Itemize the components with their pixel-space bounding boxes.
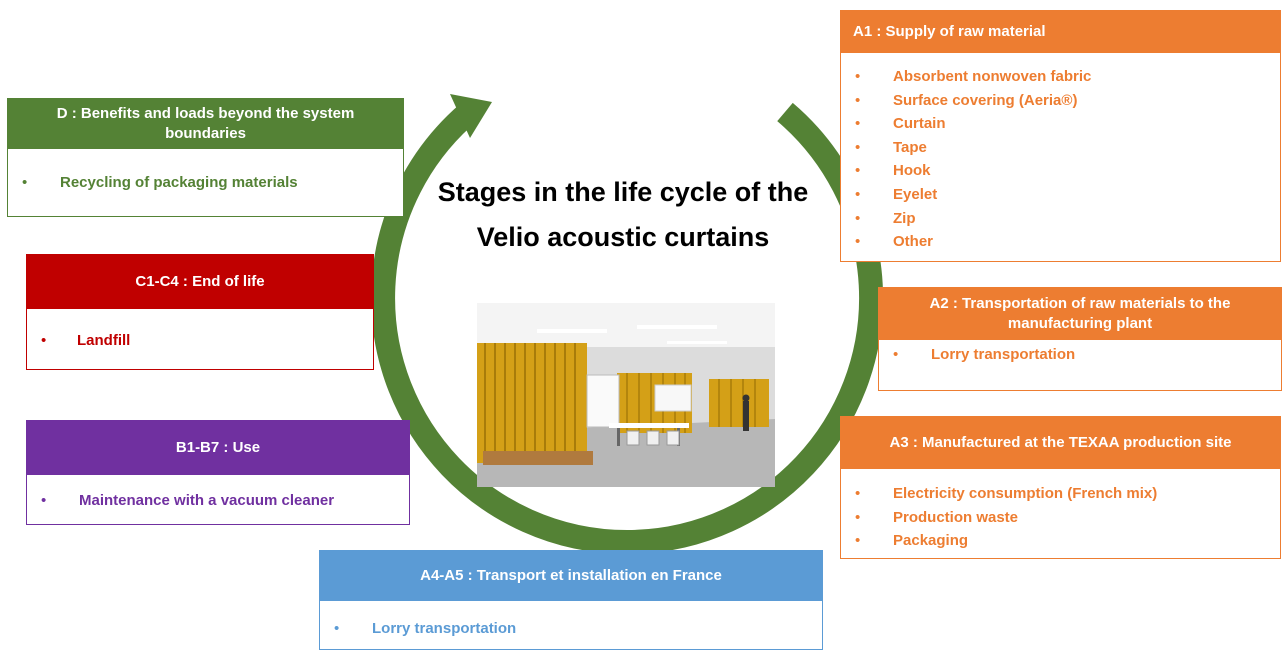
cycle-arc	[371, 102, 884, 555]
list-item: Packaging	[841, 529, 1280, 553]
list-item: Surface covering (Aeria®)	[841, 89, 1280, 113]
stage-a3-box: A3 : Manufactured at the TEXAA productio…	[840, 416, 1281, 559]
stage-a1-list: Absorbent nonwoven fabric Surface coveri…	[841, 53, 1280, 254]
stage-c1-c4-box: C1-C4 : End of life Landfill	[26, 254, 374, 370]
stage-a2-box: A2 : Transportation of raw materials to …	[878, 287, 1282, 391]
stage-d-title: D : Benefits and loads beyond the system…	[8, 99, 403, 149]
list-item: Lorry transportation	[320, 617, 822, 641]
stage-c1-c4-title: C1-C4 : End of life	[27, 255, 373, 309]
stage-a1-box: A1 : Supply of raw material Absorbent no…	[840, 10, 1281, 262]
list-item: Maintenance with a vacuum cleaner	[27, 489, 409, 513]
stage-b1-b7-title: B1-B7 : Use	[27, 421, 409, 475]
stage-a3-list: Electricity consumption (French mix) Pro…	[841, 469, 1280, 553]
list-item: Recycling of packaging materials	[8, 171, 403, 195]
stage-a4-a5-box: A4-A5 : Transport et installation en Fra…	[319, 550, 823, 650]
stage-a1-title: A1 : Supply of raw material	[841, 11, 1280, 53]
list-item: Production waste	[841, 506, 1280, 530]
list-item: Hook	[841, 159, 1280, 183]
stage-a3-title: A3 : Manufactured at the TEXAA productio…	[841, 417, 1280, 469]
stage-d-box: D : Benefits and loads beyond the system…	[7, 98, 404, 217]
stage-a2-list: Lorry transportation	[879, 340, 1281, 367]
diagram-title: Stages in the life cycle of the Velio ac…	[437, 177, 809, 252]
stage-a2-title: A2 : Transportation of raw materials to …	[879, 288, 1281, 340]
list-item: Curtain	[841, 112, 1280, 136]
stage-b1-b7-list: Maintenance with a vacuum cleaner	[27, 475, 409, 513]
list-item: Landfill	[27, 329, 373, 353]
list-item: Lorry transportation	[879, 343, 1281, 367]
list-item: Absorbent nonwoven fabric	[841, 65, 1280, 89]
stage-b1-b7-box: B1-B7 : Use Maintenance with a vacuum cl…	[26, 420, 410, 525]
list-item: Other	[841, 230, 1280, 254]
stage-a4-a5-title: A4-A5 : Transport et installation en Fra…	[320, 551, 822, 601]
list-item: Electricity consumption (French mix)	[841, 482, 1280, 506]
list-item: Tape	[841, 136, 1280, 160]
cycle-arrowhead-icon	[450, 94, 492, 138]
list-item: Zip	[841, 207, 1280, 231]
stage-c1-c4-list: Landfill	[27, 309, 373, 353]
stage-d-list: Recycling of packaging materials	[8, 149, 403, 195]
list-item: Eyelet	[841, 183, 1280, 207]
office-curtains-photo	[477, 303, 775, 487]
stage-a4-a5-list: Lorry transportation	[320, 601, 822, 641]
